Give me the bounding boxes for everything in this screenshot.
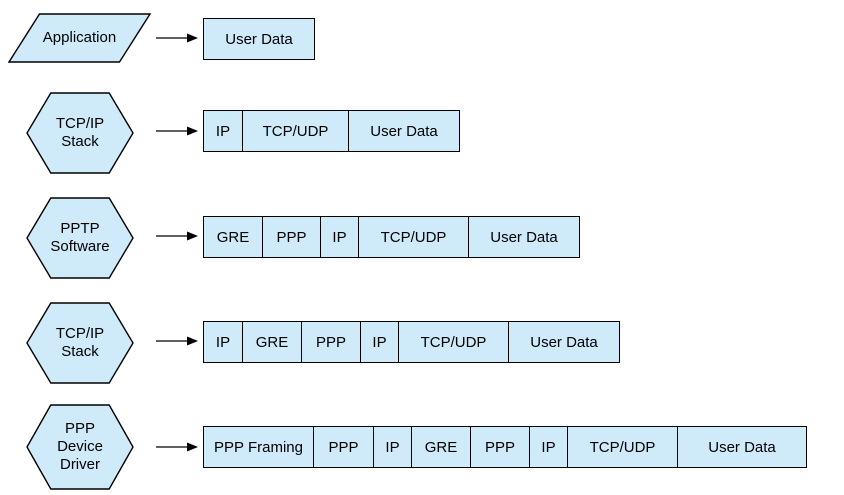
packet-field[interactable]: IP [374,427,412,467]
layer-label: TCP/IP Stack [55,325,105,360]
packet-field[interactable]: TCP/UDP [568,427,678,467]
packet-field[interactable]: User Data [204,19,314,59]
arrow-right-icon [155,441,199,453]
layer-shape-hexagon[interactable]: TCP/IP Stack [26,302,134,384]
layer-label: PPP Device Driver [57,420,103,473]
layer-label: PPTP Software [50,220,110,255]
packet-field[interactable]: GRE [204,217,263,257]
packet-field[interactable]: User Data [469,217,579,257]
packet-field[interactable]: User Data [349,111,459,151]
packet-field[interactable]: IP [204,111,243,151]
layer-shape-hexagon[interactable]: PPTP Software [26,197,134,279]
packet-field[interactable]: PPP [471,427,530,467]
arrow-right-icon [155,32,199,44]
packet-field[interactable]: IP [361,322,399,362]
packet-field[interactable]: TCP/UDP [243,111,349,151]
layer-shape-hexagon[interactable]: TCP/IP Stack [26,92,134,174]
packet-field[interactable]: GRE [412,427,471,467]
arrow-right-icon [155,125,199,137]
arrow-right-icon [155,335,199,347]
packet-field[interactable]: IP [321,217,359,257]
packet-field[interactable]: TCP/UDP [399,322,509,362]
hexagon-icon [26,404,134,490]
packet-field[interactable]: PPP [302,322,361,362]
packet-field[interactable]: PPP [314,427,374,467]
layer-label: TCP/IP Stack [55,115,105,150]
arrow-right-icon [155,230,199,242]
packet-field[interactable]: User Data [509,322,619,362]
hexagon-icon [26,302,134,384]
layer-shape-parallelogram[interactable]: Application [8,13,151,63]
packet-field[interactable]: IP [204,322,243,362]
packet-field[interactable]: IP [530,427,568,467]
packet-field[interactable]: PPP [263,217,321,257]
packet-strip: User Data [203,18,315,60]
parallelogram-icon [8,13,151,63]
packet-field[interactable]: PPP Framing [204,427,314,467]
layer-shape-hexagon[interactable]: PPP Device Driver [26,404,134,490]
layer-label: Application [42,29,117,46]
packet-field[interactable]: GRE [243,322,302,362]
hexagon-icon [26,197,134,279]
packet-field[interactable]: TCP/UDP [359,217,469,257]
hexagon-icon [26,92,134,174]
packet-field[interactable]: User Data [678,427,806,467]
